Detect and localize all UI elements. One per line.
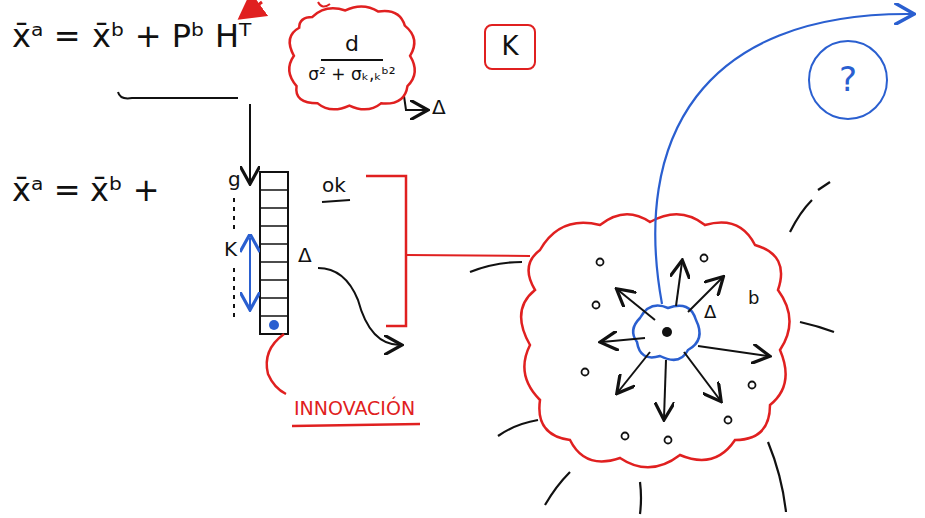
symbol-label: b [748, 288, 759, 309]
equation-term: x̄ᵃ = [12, 18, 80, 55]
equation-term: x̄ᵇ + Pᵇ Hᵀ [92, 18, 251, 55]
note-label: ok [322, 174, 346, 197]
equation-term: x̄ᵃ = [12, 172, 80, 209]
fraction-numerator: d [321, 31, 383, 61]
fraction-denominator: σ² + σₖ,ₖᵇ² [308, 65, 395, 85]
symbol-label: Δ [432, 96, 446, 119]
node-text: ? [839, 60, 857, 99]
symbol-label: K [224, 238, 237, 261]
annotation-label: INNOVACIÓN [294, 398, 415, 420]
fraction-cloud: d σ² + σₖ,ₖᵇ² [286, 4, 418, 112]
symbol-label: Δ [704, 302, 716, 323]
gain-box: K [484, 24, 536, 70]
symbol-label: Δ [298, 244, 312, 267]
equation-term: x̄ᵇ + [90, 172, 160, 209]
cloud-outline [286, 4, 418, 112]
index-label: g [228, 168, 241, 191]
node-text: K [501, 32, 518, 62]
question-circle: ? [808, 40, 888, 120]
